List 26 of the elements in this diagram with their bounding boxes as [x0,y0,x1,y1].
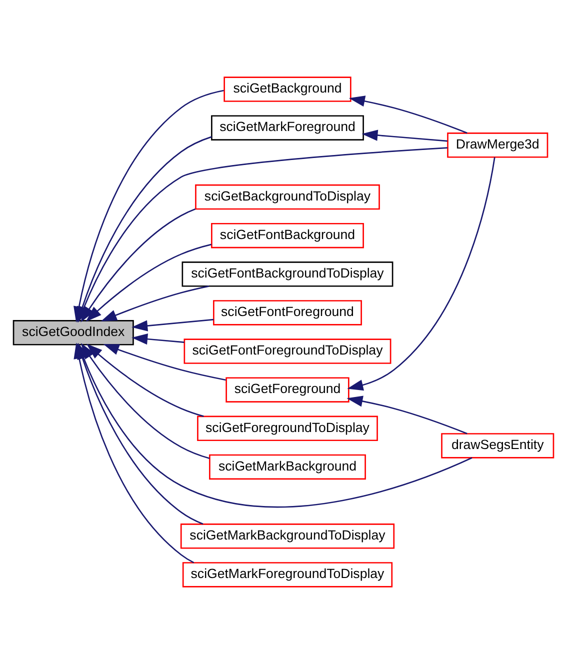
node-box: sciGetMarkBackgroundToDisplay [180,523,395,548]
arrow [103,343,226,380]
arrow [362,129,448,142]
node-box: sciGetFontForegroundToDisplay [184,338,392,364]
arrow [80,208,196,322]
node-box: sciGetForeground [226,376,350,402]
node-box: sciGetMarkForeground [211,114,364,140]
arrow [86,343,204,416]
node-box: drawSegsEntity [441,432,554,458]
node-box: sciGetFontBackgroundToDisplay [182,261,394,286]
arrow [100,285,210,321]
arrow [346,395,468,434]
node-box: sciGetFontForeground [213,300,362,325]
node-box: sciGetMarkBackground [209,454,366,480]
node-box: sciGetMarkForegroundToDisplay [182,562,393,587]
node-box: sciGetGoodIndex [12,320,134,345]
arrow [347,156,496,390]
node-box: sciGetBackgroundToDisplay [195,184,380,210]
arrow [132,333,184,344]
node-box: sciGetBackground [224,76,352,102]
node-box: DrawMerge3d [447,132,548,158]
arrow [132,318,214,331]
node-box: sciGetForegroundToDisplay [197,415,378,441]
arrow [86,243,212,322]
arrow [348,95,468,134]
node-box: sciGetFontBackground [211,222,364,248]
